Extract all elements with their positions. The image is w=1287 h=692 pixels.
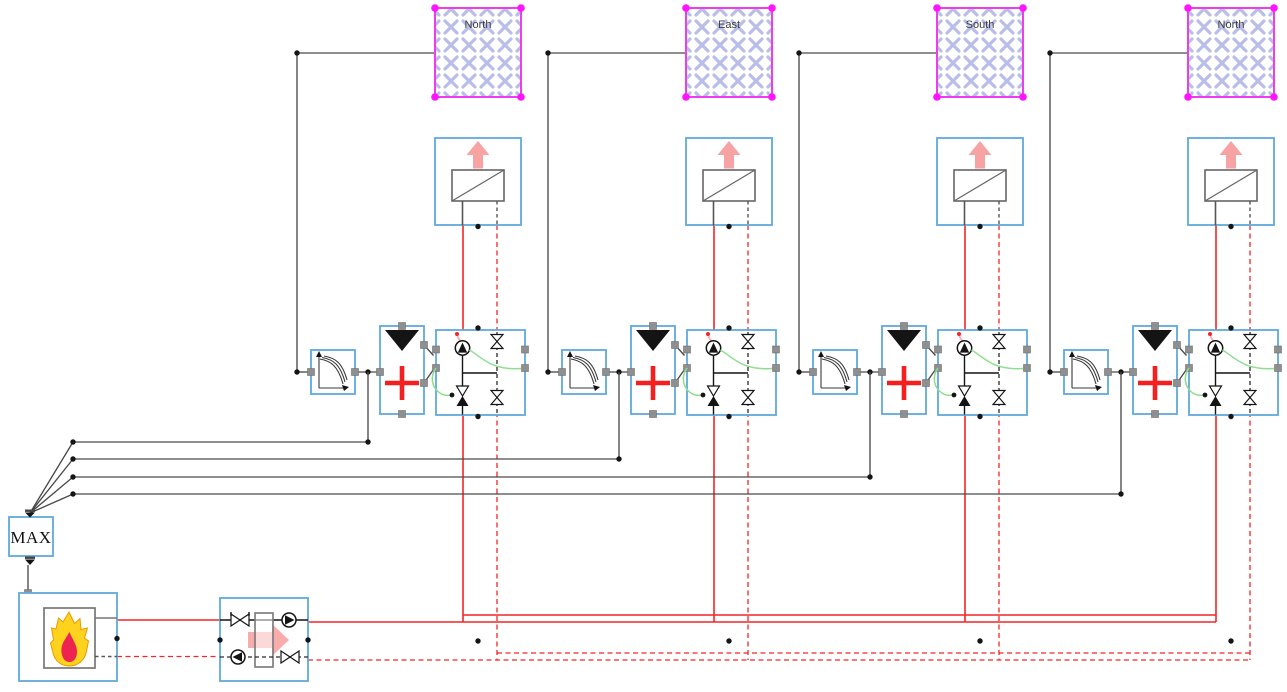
pump-icon (281, 612, 297, 628)
zone-1-north[interactable] (294, 4, 528, 644)
hydraulic-unit[interactable] (217, 597, 311, 682)
supply-pipes (117, 225, 1217, 623)
zone-4-north[interactable] (1047, 4, 1281, 644)
flame-icon (49, 610, 90, 667)
setpoint-bus-lines (29, 372, 1124, 514)
valve-icon (230, 612, 250, 628)
zone-3-label: South (966, 19, 995, 31)
max-block[interactable]: MAX (8, 509, 54, 566)
max-input-port (25, 512, 35, 518)
return-pipes (117, 225, 1251, 661)
zone-3-south[interactable] (796, 4, 1030, 644)
separator-column-icon (254, 612, 274, 668)
max-label: MAX (10, 528, 51, 547)
boiler-component[interactable] (18, 592, 120, 682)
zone-1-label: North (465, 19, 492, 31)
zone-4-label: North (1218, 19, 1245, 31)
valve-icon (280, 649, 300, 665)
pump-icon (230, 649, 246, 665)
max-output-port (25, 559, 35, 565)
zone-2-label: East (718, 19, 740, 31)
zone-2-east[interactable] (545, 4, 779, 644)
